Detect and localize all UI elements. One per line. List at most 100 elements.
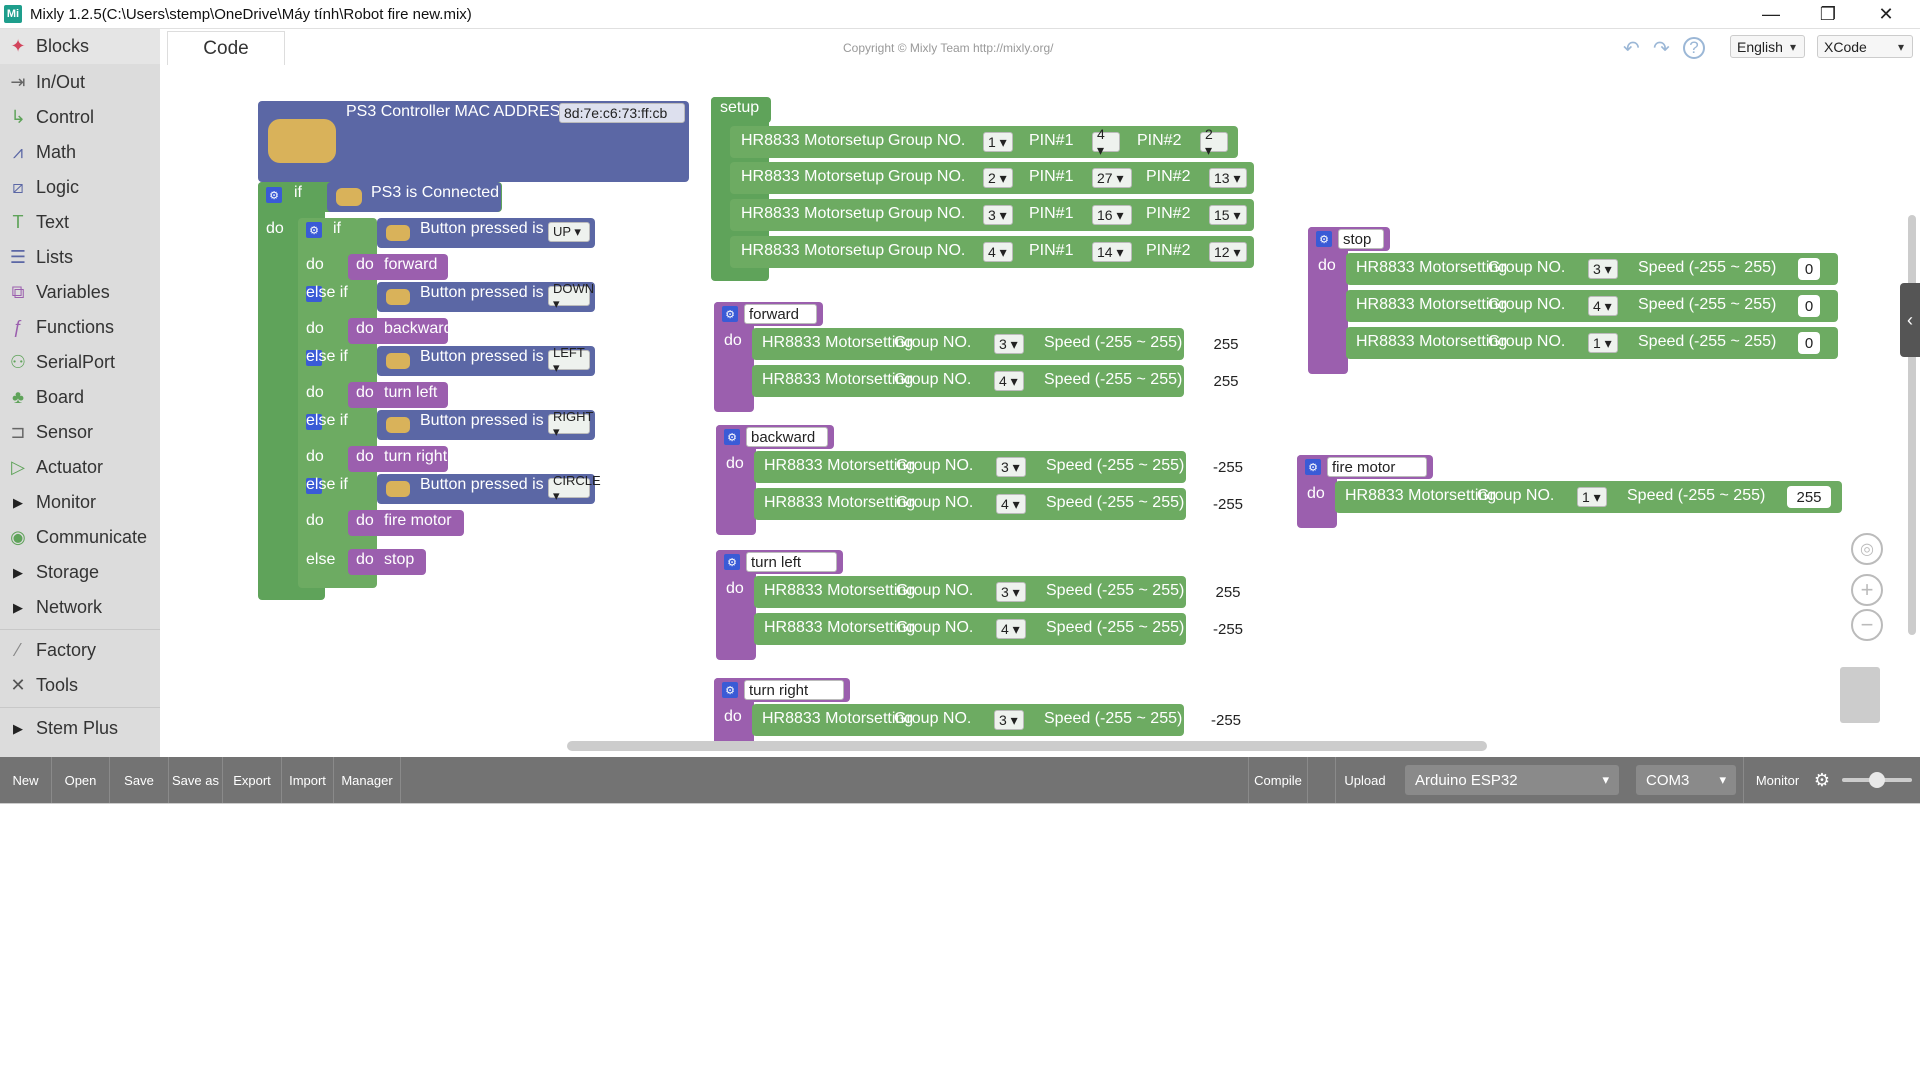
pin1-select[interactable]: 27 ▾ [1092, 168, 1132, 188]
sidebar-item-math[interactable]: ⩘ Math [0, 135, 160, 170]
sidebar-item-board[interactable]: ♣ Board [0, 380, 160, 415]
sidebar-item-factory[interactable]: ⁄ Factory [0, 633, 160, 668]
function-name-field[interactable]: stop [1338, 229, 1384, 249]
speed-field[interactable]: -255 [1204, 709, 1248, 731]
speed-field[interactable]: 0 [1798, 295, 1820, 317]
undo-icon[interactable]: ↶ [1623, 38, 1640, 60]
group-select[interactable]: 2 ▾ [983, 168, 1013, 188]
sidebar-item-blocks[interactable]: ✦ Blocks [0, 29, 160, 64]
group-select[interactable]: 3 ▾ [994, 710, 1024, 730]
zoom-slider-handle[interactable] [1869, 772, 1885, 788]
sidebar-item-inout[interactable]: ⇥ In/Out [0, 65, 160, 100]
group-select[interactable]: 1 ▾ [1577, 487, 1607, 507]
upload-button[interactable]: Upload [1344, 772, 1386, 788]
speed-field[interactable]: 255 [1206, 581, 1250, 603]
gear-icon[interactable]: ⚙ [722, 306, 738, 322]
pin2-select[interactable]: 2 ▾ [1200, 126, 1228, 158]
function-name-field[interactable]: fire motor [1327, 457, 1427, 477]
monitor-button[interactable]: Monitor [1743, 757, 1811, 803]
sidebar-item-tools[interactable]: ✕ Tools [0, 668, 160, 703]
speed-field[interactable]: 255 [1787, 486, 1831, 508]
pin1-select[interactable]: 16 ▾ [1092, 205, 1132, 225]
function-call-block[interactable] [348, 549, 426, 575]
button-select[interactable]: UP ▾ [548, 222, 590, 242]
minimize-button[interactable]: — [1762, 4, 1780, 24]
tab-code[interactable]: Code [167, 31, 285, 65]
function-def-block[interactable] [1308, 227, 1348, 374]
zoom-in-icon[interactable]: + [1851, 574, 1883, 606]
function-name-field[interactable]: turn right [744, 680, 844, 700]
group-select[interactable]: 3 ▾ [994, 334, 1024, 354]
group-select[interactable]: 4 ▾ [996, 494, 1026, 514]
motorsetting-block[interactable] [754, 488, 1186, 520]
motorsetting-block[interactable] [754, 451, 1186, 483]
trash-icon[interactable] [1840, 667, 1880, 723]
export-button[interactable]: Export [223, 757, 282, 803]
gear-icon[interactable]: ⚙ [724, 554, 740, 570]
group-select[interactable]: 4 ▾ [983, 242, 1013, 262]
sidebar-item-communicate[interactable]: ◉ Communicate [0, 520, 160, 555]
save-as-button[interactable]: Save as [169, 757, 223, 803]
function-call-block[interactable] [348, 446, 448, 472]
sidebar-item-actuator[interactable]: ▷ Actuator [0, 450, 160, 485]
sidebar-item-logic[interactable]: ⧄ Logic [0, 170, 160, 205]
sidebar-item-lists[interactable]: ☰ Lists [0, 240, 160, 275]
sidebar-item-serialport[interactable]: ⚇ SerialPort [0, 345, 160, 380]
button-select[interactable]: LEFT ▾ [548, 345, 590, 375]
speed-field[interactable]: -255 [1206, 456, 1250, 478]
button-select[interactable]: DOWN ▾ [548, 281, 594, 311]
motorsetting-block[interactable] [754, 613, 1186, 645]
speed-field[interactable]: 255 [1204, 333, 1248, 355]
function-name-field[interactable]: backward [746, 427, 828, 447]
speed-field[interactable]: -255 [1206, 618, 1250, 640]
pin1-select[interactable]: 4 ▾ [1092, 126, 1120, 158]
function-call-block[interactable] [348, 382, 448, 408]
speed-field[interactable]: -255 [1206, 493, 1250, 515]
help-icon[interactable]: ? [1683, 37, 1705, 59]
function-name-field[interactable]: turn left [746, 552, 837, 572]
gear-icon[interactable]: ⚙ [722, 682, 738, 698]
redo-icon[interactable]: ↷ [1653, 38, 1670, 60]
speed-field[interactable]: 0 [1798, 332, 1820, 354]
sidebar-item-monitor[interactable]: ▶ Monitor [0, 485, 160, 520]
output-console[interactable] [0, 803, 1920, 1080]
gear-icon[interactable]: ⚙ [1316, 231, 1332, 247]
gear-icon[interactable]: ⚙ [1305, 459, 1321, 475]
sidebar-item-storage[interactable]: ▶ Storage [0, 555, 160, 590]
mac-address-field[interactable]: 8d:7e:c6:73:ff:cb [559, 103, 685, 123]
motorsetting-block[interactable] [752, 704, 1184, 736]
speed-field[interactable]: 255 [1204, 370, 1248, 392]
port-select[interactable]: COM3 [1636, 765, 1736, 795]
sidebar-item-text[interactable]: T Text [0, 205, 160, 240]
theme-select[interactable]: XCode [1817, 35, 1913, 58]
zoom-out-icon[interactable]: − [1851, 609, 1883, 641]
sidebar-item-sensor[interactable]: ⊐ Sensor [0, 415, 160, 450]
speed-field[interactable]: 0 [1798, 258, 1820, 280]
language-select[interactable]: English [1730, 35, 1805, 58]
group-select[interactable]: 4 ▾ [996, 619, 1026, 639]
pin2-select[interactable]: 13 ▾ [1209, 168, 1247, 188]
close-button[interactable]: ✕ [1878, 4, 1894, 24]
pin2-select[interactable]: 15 ▾ [1209, 205, 1247, 225]
motorsetting-block[interactable] [752, 365, 1184, 397]
sidebar-item-functions[interactable]: ƒ Functions [0, 310, 160, 345]
motorsetting-block[interactable] [754, 576, 1186, 608]
group-select[interactable]: 3 ▾ [996, 582, 1026, 602]
gear-icon[interactable]: ⚙ [724, 429, 740, 445]
group-select[interactable]: 3 ▾ [996, 457, 1026, 477]
group-select[interactable]: 3 ▾ [1588, 259, 1618, 279]
sidebar-item-variables[interactable]: ⧉ Variables [0, 275, 160, 310]
gear-icon[interactable]: ⚙ [306, 222, 322, 238]
group-select[interactable]: 3 ▾ [983, 205, 1013, 225]
button-select[interactable]: CIRCLE ▾ [548, 473, 601, 503]
group-select[interactable]: 1 ▾ [1588, 333, 1618, 353]
pin1-select[interactable]: 14 ▾ [1092, 242, 1132, 262]
motorsetting-block[interactable] [752, 328, 1184, 360]
gear-icon[interactable]: ⚙ [266, 187, 282, 203]
restore-button[interactable]: ❐ [1819, 4, 1837, 24]
compile-button[interactable]: Compile [1248, 757, 1308, 803]
function-call-block[interactable] [348, 510, 464, 536]
group-select[interactable]: 4 ▾ [1588, 296, 1618, 316]
pin2-select[interactable]: 12 ▾ [1209, 242, 1247, 262]
sidebar-item-control[interactable]: ↳ Control [0, 100, 160, 135]
